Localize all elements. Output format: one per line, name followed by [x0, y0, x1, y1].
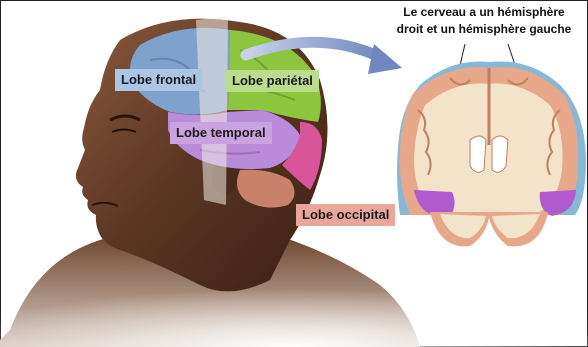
label-occipital-lobe: Lobe occipital	[296, 204, 395, 226]
caption-line-1: Le cerveau a un hémisphère	[380, 4, 588, 21]
brain-section	[397, 61, 586, 246]
label-temporal-lobe: Lobe temporal	[170, 122, 272, 144]
label-frontal-lobe: Lobe frontal	[115, 69, 202, 91]
hemisphere-caption: Le cerveau a un hémisphère droit et un h…	[380, 4, 588, 38]
caption-line-2: droit et un hémisphère gauche	[380, 21, 588, 38]
label-parietal-lobe: Lobe pariétal	[226, 70, 319, 92]
